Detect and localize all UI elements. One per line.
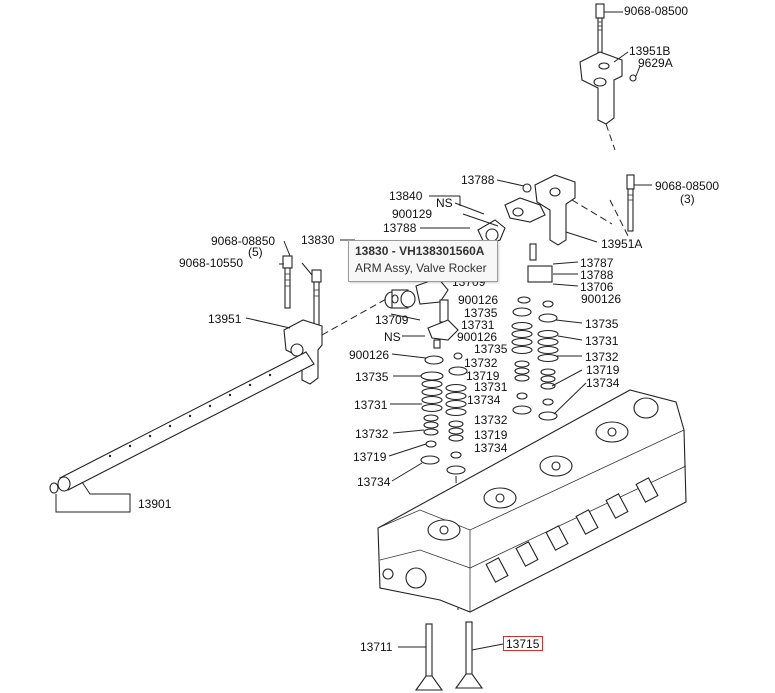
callout-label[interactable]: 13732	[355, 427, 389, 441]
callout-label[interactable]: 13731	[354, 398, 388, 412]
callout-label[interactable]: 13731	[461, 318, 495, 332]
rocker-shaft	[49, 351, 315, 513]
valve-spring-stack-d	[527, 261, 587, 421]
tooltip-part-number: 13830	[355, 244, 389, 258]
callout-label[interactable]: 13788	[383, 221, 417, 235]
callout-label[interactable]: 13731	[585, 334, 619, 348]
callout-label[interactable]: 13735	[474, 342, 508, 356]
callout-label[interactable]: 900126	[457, 330, 497, 344]
valve-spring-stack-a	[388, 353, 444, 482]
middle-rocker-parts	[384, 277, 459, 349]
callout-label[interactable]: 9629A	[638, 56, 673, 70]
callout-label[interactable]: 13840	[389, 189, 423, 203]
callout-label[interactable]: 13734	[586, 376, 620, 390]
callout-label[interactable]: 13788	[461, 173, 495, 187]
valves	[398, 621, 504, 691]
callout-label[interactable]: 13787	[580, 256, 614, 270]
callout-label[interactable]: (3)	[680, 192, 695, 206]
callout-label[interactable]: (5)	[248, 245, 263, 259]
callout-label[interactable]: 13735	[464, 306, 498, 320]
callout-label[interactable]: 13719	[466, 369, 500, 383]
callout-label[interactable]: 13732	[585, 350, 619, 364]
callout-label[interactable]: 900126	[458, 293, 498, 307]
valve-spring-stack-b	[445, 352, 468, 611]
callout-label[interactable]: 13711	[360, 640, 393, 654]
callout-label[interactable]: 13951B	[629, 44, 670, 58]
callout-label[interactable]: NS	[436, 196, 453, 210]
callout-label[interactable]: 13788	[580, 268, 614, 282]
callout-label[interactable]: 9068-08500	[655, 179, 719, 193]
callout-label[interactable]: 900129	[392, 207, 432, 221]
callout-label[interactable]: 13715	[506, 637, 540, 651]
callout-label[interactable]: 13706	[580, 280, 614, 294]
callout-label[interactable]: 13735	[355, 370, 389, 384]
callout-label[interactable]: 13734	[357, 475, 391, 489]
valve-spring-stack-c	[511, 243, 537, 415]
part-tooltip: 13830 - VH138301560A ARM Assy, Valve Roc…	[348, 240, 498, 282]
callout-label[interactable]: 13709	[375, 313, 409, 327]
rocker-arms-upper	[340, 195, 546, 246]
callout-label[interactable]: 900126	[581, 292, 621, 306]
callout-label[interactable]: 13951	[208, 312, 242, 326]
left-bracket-assembly	[245, 240, 389, 385]
callout-label[interactable]: 13719	[353, 450, 387, 464]
callout-label[interactable]: 9068-08500	[624, 4, 688, 18]
callout-label[interactable]: 9068-08850	[211, 234, 275, 248]
callout-labels: 9068-08500 13951B 9629A 13788 9068-08500…	[138, 4, 719, 654]
tooltip-description: ARM Assy, Valve Rocker	[355, 261, 487, 275]
callout-label[interactable]: 13719	[474, 428, 508, 442]
callout-label[interactable]: 13951A	[601, 237, 642, 251]
callout-label[interactable]: 13732	[464, 356, 498, 370]
callout-label[interactable]: 13731	[474, 380, 508, 394]
right-bracket-assembly	[496, 174, 652, 246]
callout-label[interactable]: NS	[384, 330, 401, 344]
callout-label[interactable]: 13734	[474, 441, 508, 455]
callout-label[interactable]: 13735	[585, 317, 619, 331]
callout-label[interactable]: 13830	[301, 233, 335, 247]
callout-label[interactable]: 900126	[349, 348, 389, 362]
top-bracket-assembly	[579, 3, 641, 151]
callout-label[interactable]: 13734	[467, 393, 501, 407]
tooltip-part-code: VH138301560A	[399, 244, 485, 258]
tooltip-title: 13830 - VH138301560A	[355, 244, 491, 258]
callout-label[interactable]: 9068-10550	[179, 256, 243, 270]
callout-label[interactable]: 13732	[474, 413, 508, 427]
tooltip-separator: -	[391, 244, 396, 258]
callout-label[interactable]: 13901	[138, 497, 172, 511]
callout-label[interactable]: 13719	[586, 363, 620, 377]
cylinder-head	[377, 389, 687, 613]
